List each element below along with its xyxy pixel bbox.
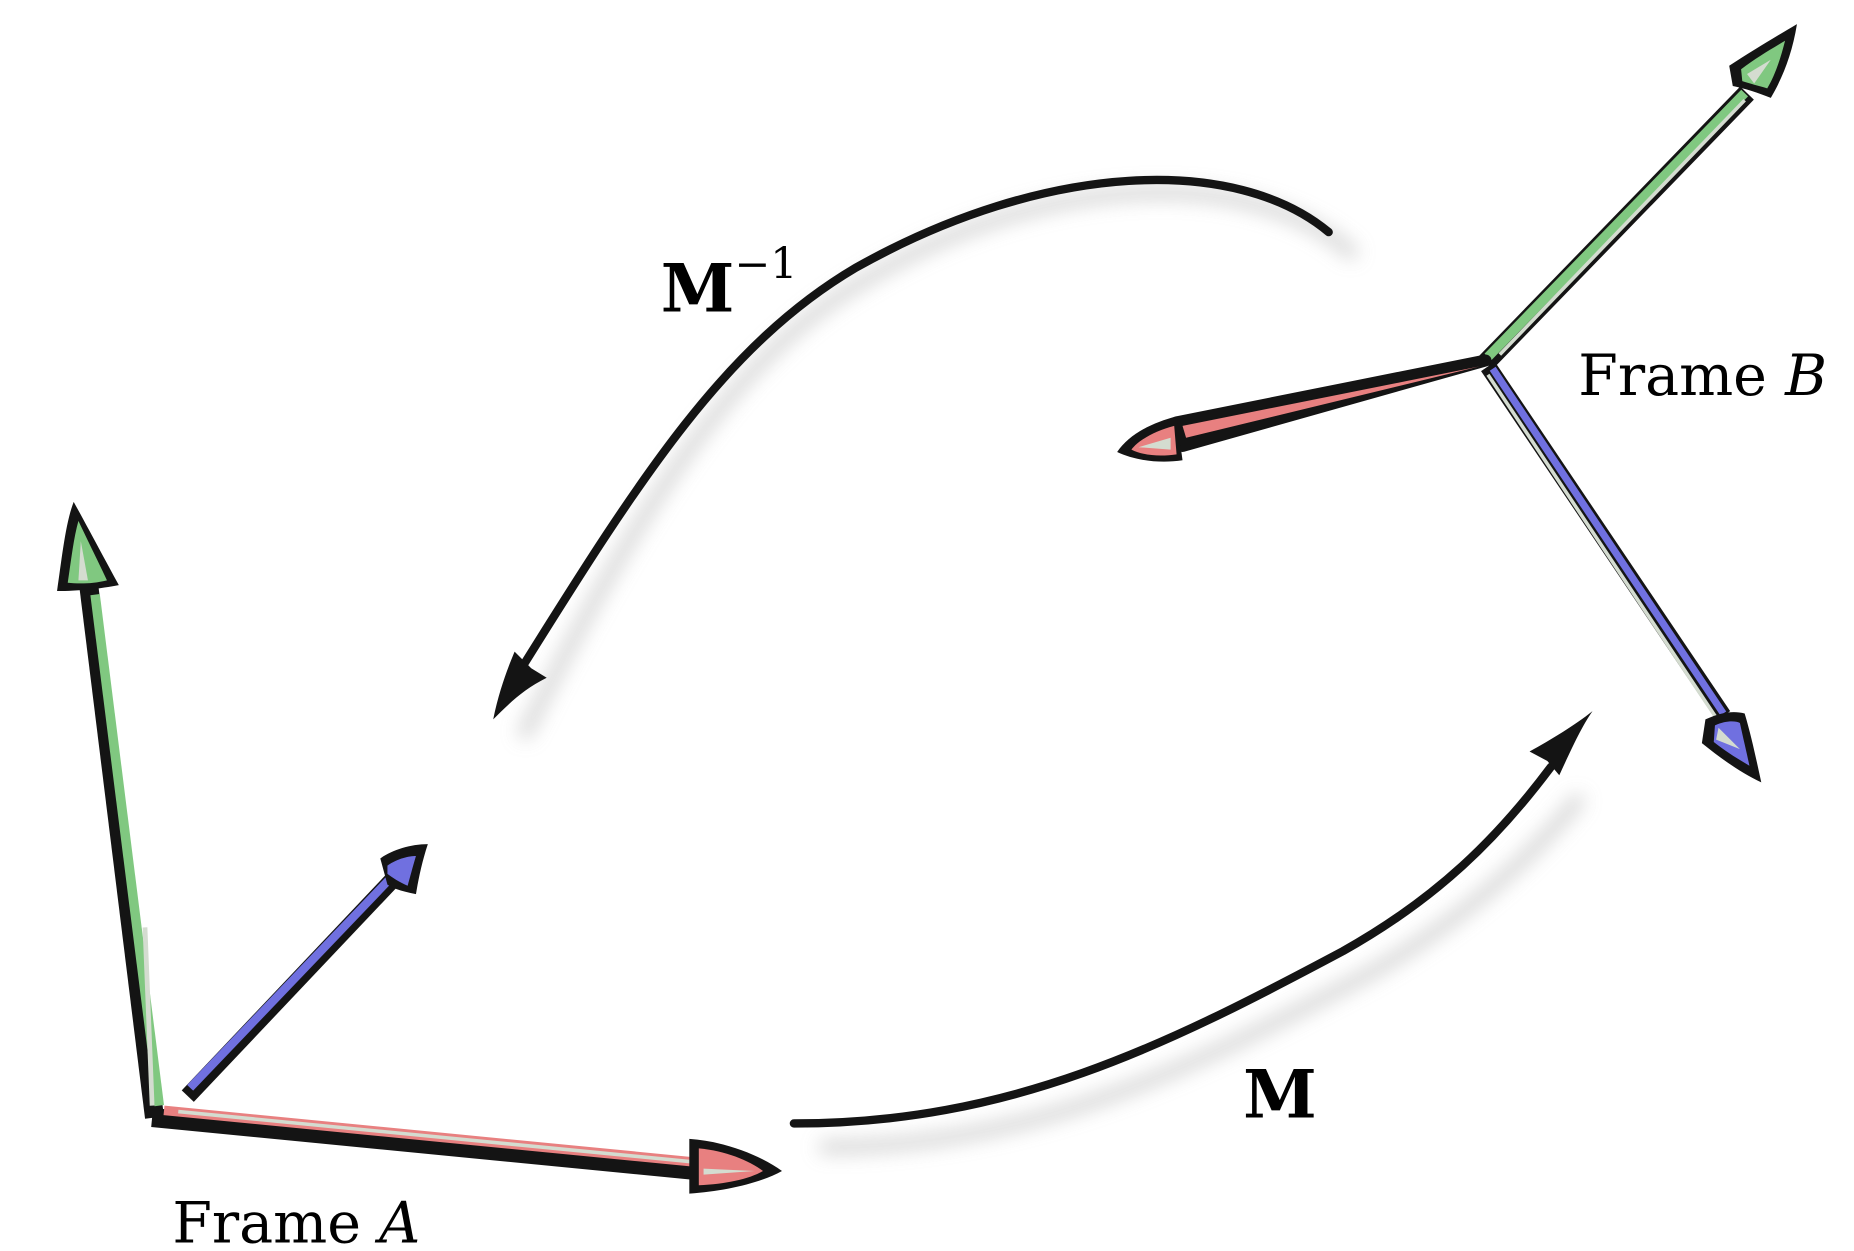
arrowhead-icon [1529, 711, 1593, 776]
inverse-arrow-shadow [517, 186, 1359, 740]
inverse-transform-label: M−1 [661, 239, 798, 327]
frame-b-z-axis [1481, 361, 1762, 783]
frame-a-z-axis [181, 844, 428, 1102]
frame-b-x-axis [1117, 354, 1492, 462]
frame-b-axes [1117, 24, 1797, 783]
transform-arrow-shadow [820, 792, 1586, 1154]
transform-arrow [789, 711, 1593, 1128]
frame-a-y-axis [57, 501, 164, 1119]
inverse-transform-arrow [493, 175, 1333, 720]
frame-a-x-axis [151, 1105, 783, 1194]
transform-label: M [1243, 1056, 1317, 1134]
frame-b-y-axis [1478, 24, 1797, 370]
frame-b-label: Frame B [1578, 343, 1827, 409]
frame-a-label: Frame A [172, 1190, 420, 1251]
frame-a-axes [57, 501, 783, 1194]
arrowhead-icon [493, 651, 547, 720]
